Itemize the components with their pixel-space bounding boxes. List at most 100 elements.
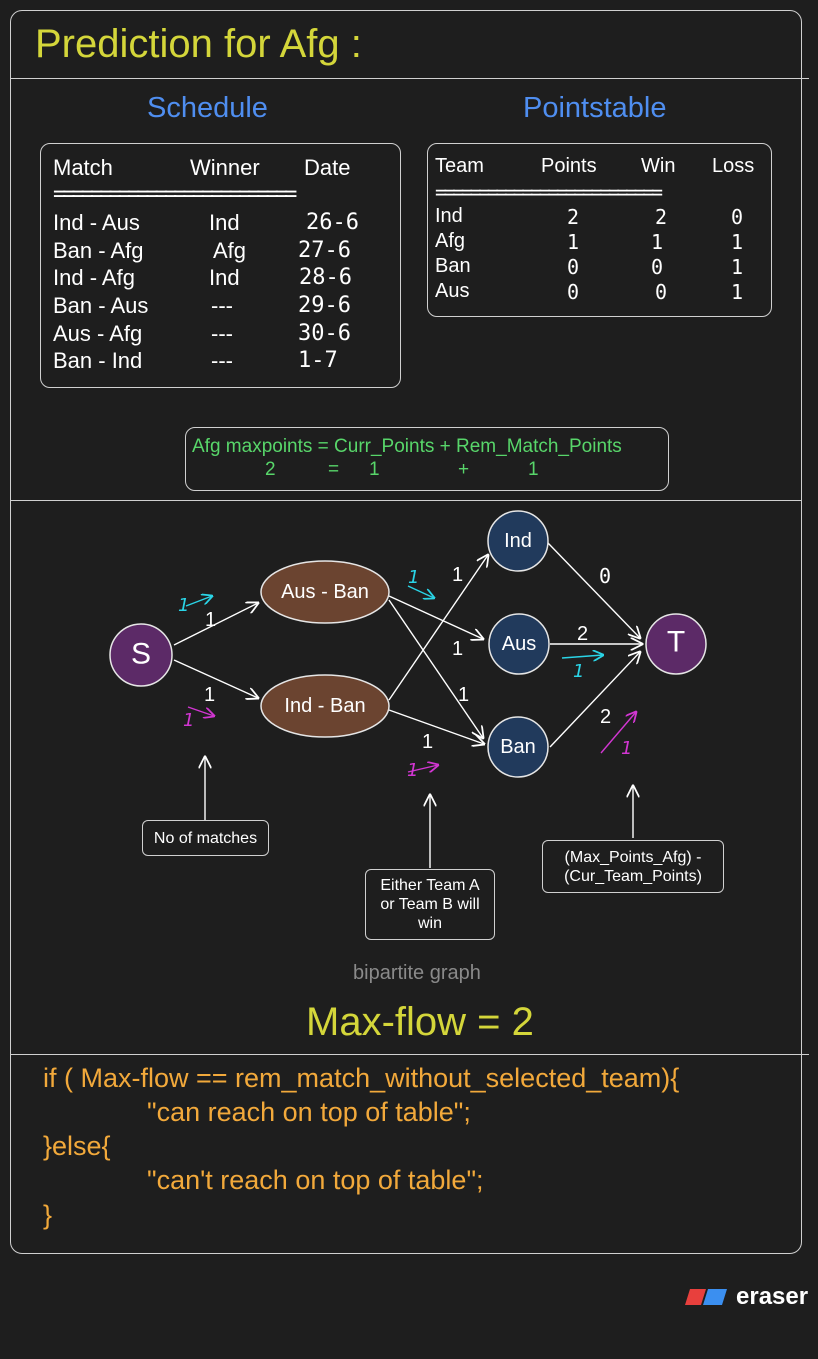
flow-source-aus-ban: 1: [178, 595, 189, 616]
edge-source-to-aus-ban: [173, 603, 258, 646]
team-node-ban-label: Ban: [500, 736, 536, 758]
schedule-row-winner: Ind: [209, 210, 240, 235]
note-no-of-matches-text: No of matches: [153, 829, 258, 847]
schedule-separator: ==========================: [53, 182, 297, 207]
schedule-row-date: 27-6: [298, 238, 351, 263]
points-row-team: Ind: [435, 205, 463, 227]
edge-ind-to-sink: [547, 542, 640, 638]
note-either-team: Either Team A or Team B will win: [365, 869, 495, 940]
schedule-row-date: 29-6: [298, 293, 351, 318]
formula-current-value: 1: [369, 459, 380, 480]
match-node-ind-ban-label: Ind - Ban: [284, 695, 365, 717]
edge-aus-ban-to-ban: [388, 599, 483, 738]
schedule-row-match: Ban - Aus: [53, 293, 149, 318]
edge-source-to-ind-ban: [173, 659, 258, 698]
formula-plus: +: [458, 459, 470, 480]
cap-ind-to-sink: 0: [599, 564, 611, 588]
flow-arrow-aus-to-sink: [561, 655, 603, 658]
schedule-row-winner: Afg: [213, 238, 247, 263]
note-capacity-line2: (Cur_Team_Points): [564, 867, 702, 885]
schedule-row-match: Ind - Aus: [53, 210, 140, 235]
flow-arrow-aus-ban-to-aus: [407, 585, 434, 598]
team-node-ban: [487, 716, 549, 778]
source-node: [109, 623, 173, 687]
code-line-if: if ( Max-flow == rem_match_without_selec…: [43, 1063, 680, 1093]
points-header-team: Team: [435, 155, 484, 177]
points-row-team: Aus: [435, 280, 470, 302]
points-header-loss: Loss: [712, 155, 755, 177]
eraser-logo: eraser: [684, 1283, 808, 1311]
note-either-line3: win: [417, 915, 442, 932]
note-no-of-matches: No of matches: [142, 820, 269, 856]
schedule-row-date: 1-7: [298, 348, 338, 373]
points-row-win: 2: [655, 205, 668, 229]
points-row-loss: 1: [731, 280, 744, 304]
schedule-row-winner: ---: [211, 293, 233, 318]
maxflow-result: Max-flow = 2: [306, 1000, 534, 1044]
schedule-row-match: Ind - Afg: [53, 265, 135, 290]
canvas-frame: [10, 10, 802, 1254]
points-row-win: 0: [651, 255, 664, 279]
page-title: Prediction for Afg :: [35, 22, 362, 66]
points-row-points: 2: [567, 205, 580, 229]
cap-source-ind-ban: 1: [204, 684, 215, 706]
formula-equals: =: [328, 459, 340, 480]
points-row-points: 0: [567, 255, 580, 279]
formula-total-value: 2: [265, 459, 276, 480]
points-row-win: 1: [651, 230, 664, 254]
maxpoints-formula: Afg maxpoints = Curr_Points + Rem_Match_…: [185, 427, 669, 491]
schedule-header-match: Match: [53, 155, 113, 180]
cap-match-to-ban-lower: 1: [422, 731, 433, 753]
points-row-team: Ban: [435, 255, 471, 277]
schedule-row-match: Ban - Afg: [53, 238, 144, 263]
schedule-row-date: 30-6: [298, 321, 351, 346]
match-node-aus-ban: [260, 560, 390, 624]
edge-ind-ban-to-ban: [388, 709, 484, 744]
flow-arrow-source-ind-ban: [187, 706, 214, 716]
team-node-ind-label: Ind: [504, 530, 532, 552]
code-line-cant-reach: "can't reach on top of table";: [147, 1165, 484, 1195]
eraser-logo-icon: [685, 1289, 727, 1305]
points-row-loss: 1: [731, 255, 744, 279]
cap-source-aus-ban: 1: [205, 609, 216, 631]
points-row-loss: 1: [731, 230, 744, 254]
source-node-label: S: [131, 638, 151, 671]
sink-node-label: T: [667, 626, 685, 659]
points-row-points: 0: [567, 280, 580, 304]
sink-node: [645, 613, 707, 675]
edge-aus-ban-to-aus: [388, 595, 483, 639]
team-node-aus-label: Aus: [502, 633, 536, 655]
schedule-row-date: 28-6: [299, 265, 352, 290]
flow-aus-ban-to-aus: 1: [408, 567, 419, 588]
divider-middle: [10, 500, 802, 501]
schedule-table: Match Winner Date ======================…: [40, 143, 401, 388]
points-header-points: Points: [541, 155, 597, 177]
cap-match-to-ind: 1: [452, 564, 463, 586]
points-row-team: Afg: [435, 230, 466, 252]
cap-ban-to-sink: 2: [600, 706, 611, 728]
note-either-line1: Either Team A: [380, 877, 480, 894]
schedule-header-date: Date: [304, 155, 351, 180]
divider-top: [10, 78, 809, 79]
flow-arrow-ban-to-sink: [600, 712, 636, 754]
code-line-else: }else{: [43, 1131, 111, 1161]
schedule-row-winner: ---: [211, 348, 233, 373]
note-capacity-line1: (Max_Points_Afg) -: [564, 848, 702, 866]
formula-remaining-value: 1: [528, 459, 539, 480]
points-row-points: 1: [567, 230, 580, 254]
team-node-aus: [488, 613, 550, 675]
points-header-win: Win: [641, 155, 676, 177]
match-node-aus-ban-label: Aus - Ban: [281, 581, 369, 603]
code-line-close: }: [43, 1200, 53, 1230]
note-either-line2: or Team B will: [380, 896, 480, 913]
match-node-ind-ban: [260, 674, 390, 738]
schedule-header-winner: Winner: [190, 155, 260, 180]
divider-bottom: [10, 1054, 809, 1055]
flow-ban-to-sink: 1: [621, 738, 632, 759]
points-row-win: 0: [655, 280, 668, 304]
flow-arrow-ind-ban-to-ban: [407, 765, 438, 772]
edge-ind-ban-to-ind: [388, 555, 488, 701]
schedule-row-match: Ban - Ind: [53, 348, 143, 373]
graph-caption: bipartite graph: [353, 962, 481, 984]
